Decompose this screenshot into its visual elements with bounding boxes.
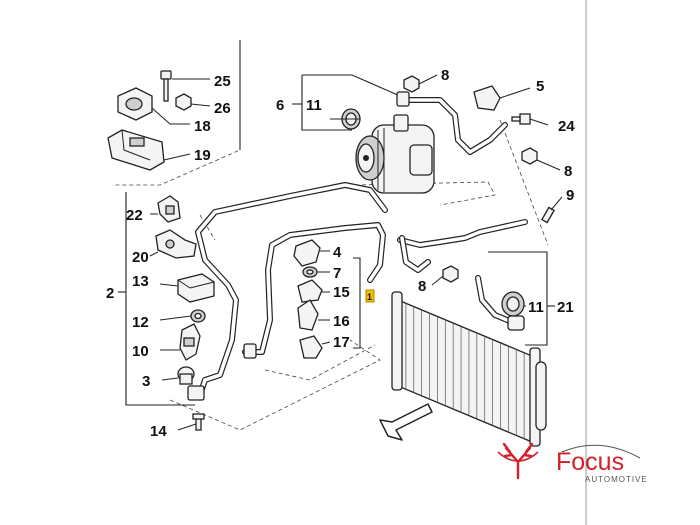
bracket-group-6 <box>292 74 401 131</box>
callout-18: 18 <box>194 118 211 135</box>
antler-logo-icon <box>497 442 539 480</box>
bracket-5 <box>473 85 501 111</box>
cap-3 <box>177 366 195 385</box>
leader-lines <box>149 74 563 431</box>
callout-24: 24 <box>558 118 575 135</box>
highlight-marker-1 <box>365 289 375 303</box>
condenser <box>391 291 547 447</box>
bolt-24 <box>511 113 531 125</box>
callout-9: 9 <box>566 187 574 204</box>
brand-name: Focus <box>556 448 624 476</box>
callout-3: 3 <box>142 373 150 390</box>
nut-8-lower <box>442 265 459 283</box>
oring-7 <box>302 266 318 278</box>
callout-7: 7 <box>333 265 341 282</box>
callout-11-top: 11 <box>306 97 322 114</box>
callout-4: 4 <box>333 244 342 261</box>
callout-15: 15 <box>333 284 350 301</box>
nut-8-top <box>403 75 420 93</box>
refrigerant-pipes <box>195 97 528 398</box>
callout-19: 19 <box>194 147 211 164</box>
callout-6: 6 <box>276 97 284 114</box>
callout-labels: 25 26 18 19 6 11 8 5 24 8 9 22 20 13 12 … <box>106 67 575 440</box>
callout-11-lower: 11 <box>528 299 544 316</box>
valve-10 <box>179 323 201 361</box>
block-13 <box>177 273 215 303</box>
bracket-16 <box>297 299 319 331</box>
callout-14: 14 <box>150 423 167 440</box>
bracket-group-4-17 <box>353 257 361 349</box>
hose-end-21 <box>507 315 525 331</box>
callout-8-lower: 8 <box>418 278 426 295</box>
clamp-17 <box>299 335 323 359</box>
bolt-25 <box>160 70 172 102</box>
callout-8-right: 8 <box>564 163 572 180</box>
fitting-lower-left <box>187 385 205 401</box>
bracket-20 <box>155 229 197 259</box>
direction-arrow-icon <box>379 403 433 441</box>
callout-1: 1 <box>367 292 372 302</box>
bracket-part-18 <box>117 87 153 121</box>
fitting-middle <box>243 343 257 359</box>
nut-26 <box>175 93 192 111</box>
callout-8-top: 8 <box>441 67 449 84</box>
callout-13: 13 <box>132 273 149 290</box>
callout-22: 22 <box>126 207 143 224</box>
callout-16: 16 <box>333 313 350 330</box>
callout-25: 25 <box>214 73 231 90</box>
bracket-group-21 <box>488 251 555 346</box>
nut-8-right <box>521 147 538 165</box>
ring-12 <box>190 309 206 323</box>
focus-automotive-logo: Focus AUTOMOTIVE <box>497 442 648 484</box>
brand-swoosh <box>561 444 641 459</box>
bracket-part-19 <box>107 129 165 171</box>
screw-14 <box>192 413 205 431</box>
callout-21: 21 <box>557 299 574 316</box>
callout-12: 12 <box>132 314 149 331</box>
brand-tagline: AUTOMOTIVE <box>585 475 648 484</box>
callout-20: 20 <box>132 249 149 266</box>
pipe-fitting-6 <box>396 91 410 107</box>
callout-10: 10 <box>132 343 149 360</box>
callout-26: 26 <box>214 100 231 117</box>
callout-2: 2 <box>106 285 114 302</box>
valve-9 <box>541 206 555 224</box>
callout-5: 5 <box>536 78 544 95</box>
ac-compressor <box>355 114 435 194</box>
clamp-4 <box>293 239 321 267</box>
clamp-15 <box>297 279 323 303</box>
clip-22 <box>157 195 181 223</box>
callout-17: 17 <box>333 334 350 351</box>
bracket-group-left <box>118 192 195 406</box>
seal-11-lower <box>501 291 525 317</box>
